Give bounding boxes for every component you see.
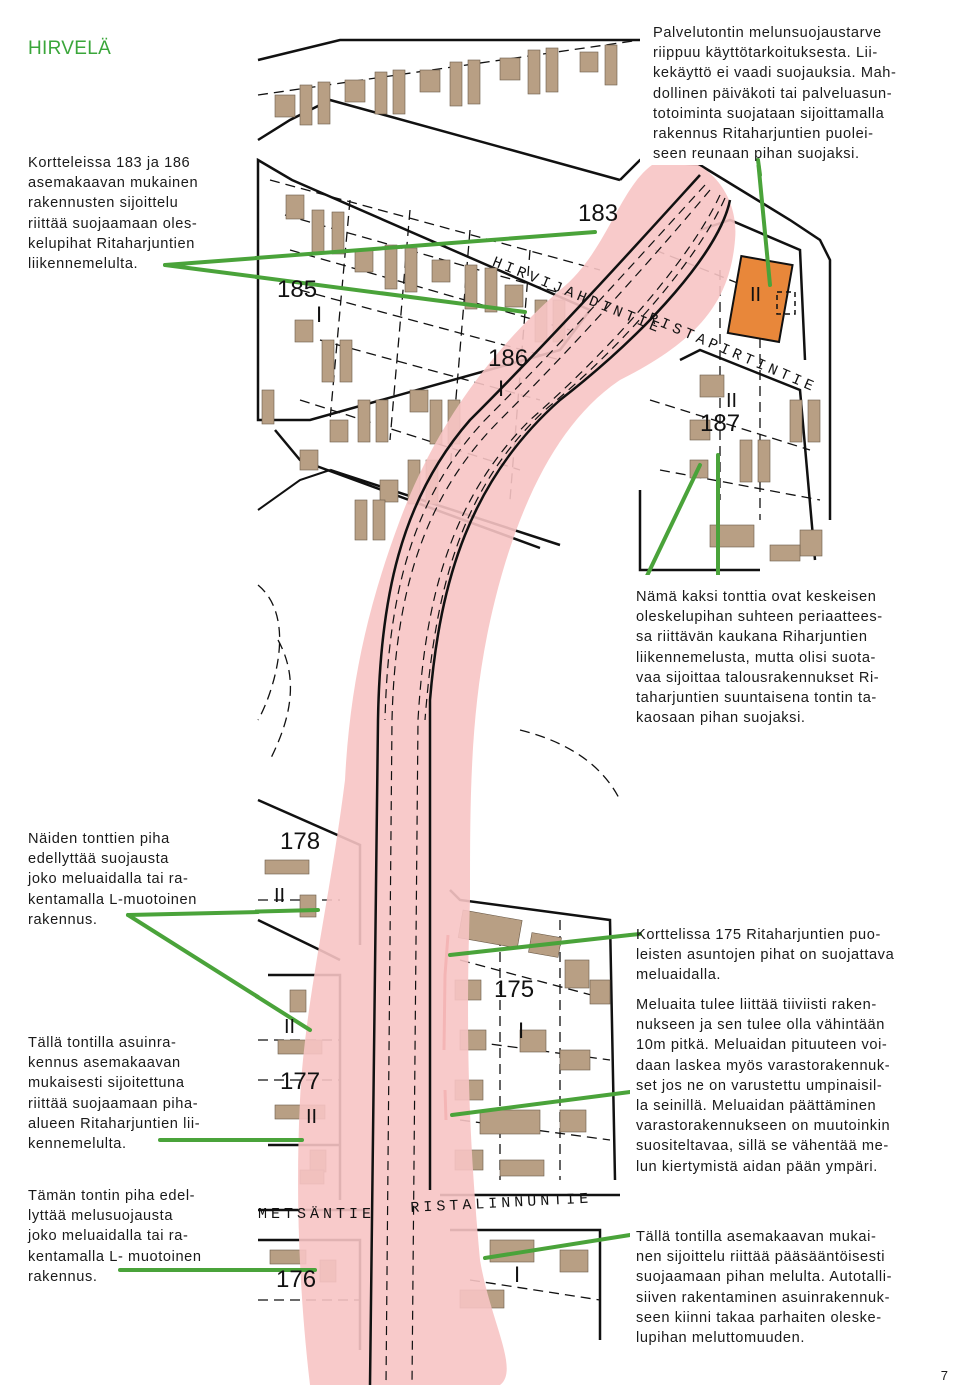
ritaharjuntie-road	[368, 174, 732, 1385]
note-noise-fence: Meluaita tulee liittää tiiviisti raken- …	[636, 995, 956, 1177]
floor-service: II	[750, 284, 762, 306]
note-plot-177: Tällä tontilla asuinra- kennus asemakaav…	[28, 1033, 253, 1154]
note-text: Meluaita tulee liittää tiiviisti raken- …	[636, 997, 891, 1175]
block-178: 178	[280, 828, 321, 855]
note-blocks-183-186: Kortteleissa 183 ja 186 asemakaavan muka…	[28, 153, 253, 274]
note-text: Tällä tontilla asemakaavan mukai- nen si…	[636, 1229, 893, 1347]
page-title: HIRVELÄ	[28, 38, 112, 59]
note-text: Kortteleissa 183 ja 186 asemakaavan muka…	[28, 155, 199, 273]
note-block-187: Nämä kaksi tonttia ovat keskeisen oleske…	[636, 587, 956, 728]
floor-bottom: I	[514, 1262, 521, 1287]
note-service-plot: Palvelutontin melunsuojaustarve riippuu …	[653, 23, 953, 164]
note-text: Nämä kaksi tonttia ovat keskeisen oleske…	[636, 589, 883, 727]
road-metsantie: METSÄNTIE	[258, 1206, 376, 1223]
floor-187: II	[726, 390, 738, 412]
note-plots-178: Näiden tonttien piha edellyttää suojaust…	[28, 829, 253, 930]
block-176: 176	[276, 1266, 317, 1293]
note-bottom-plot: Tällä tontilla asemakaavan mukai- nen si…	[636, 1227, 956, 1348]
floor-177b: II	[306, 1106, 318, 1128]
note-plot-176: Tämän tontin piha edel- lyttää melusuoja…	[28, 1186, 253, 1287]
noise-zone	[298, 158, 736, 1385]
floor-177a: II	[284, 1016, 296, 1038]
block-183: 183	[578, 200, 619, 227]
block-175: 175	[494, 976, 535, 1003]
floor-186: I	[498, 376, 505, 401]
note-text: Korttelissa 175 Ritaharjuntien puo- leis…	[636, 927, 895, 984]
block-186: 186	[488, 345, 529, 372]
note-text: Tällä tontilla asuinra- kennus asemakaav…	[28, 1035, 201, 1153]
floor-175: I	[518, 1018, 525, 1043]
page-number: 7	[940, 1368, 948, 1383]
block-177: 177	[280, 1068, 321, 1095]
note-text: Tämän tontin piha edel- lyttää melusuoja…	[28, 1188, 202, 1285]
floor-178: II	[274, 885, 286, 907]
note-text: Näiden tonttien piha edellyttää suojaust…	[28, 831, 197, 928]
note-block-175-yards: Korttelissa 175 Ritaharjuntien puo- leis…	[636, 925, 956, 986]
block-185: 185	[277, 276, 318, 303]
note-text: Palvelutontin melunsuojaustarve riippuu …	[653, 25, 897, 163]
floor-185: I	[316, 302, 323, 327]
block-187: 187	[700, 410, 741, 437]
upper-map	[256, 38, 832, 572]
